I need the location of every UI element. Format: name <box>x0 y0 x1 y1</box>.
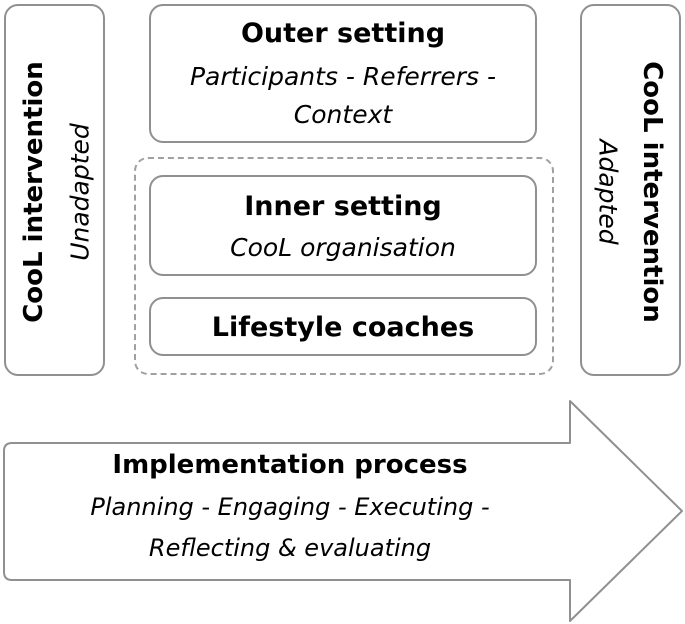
implementation-process-title: Implementation process <box>112 450 468 480</box>
internal-setting-group <box>134 157 554 375</box>
left-panel-title: CooL intervention <box>19 61 49 323</box>
right-panel-subtitle: Adapted <box>593 139 623 245</box>
implementation-arrow-shape <box>3 400 683 622</box>
lifestyle-coaches-title: Lifestyle coaches <box>211 312 475 343</box>
outer-setting-line2: Context <box>293 100 393 129</box>
left-panel-unadapted: CooL intervention Unadapted <box>4 4 105 376</box>
implementation-process-line2: Reflecting & evaluating <box>148 534 432 562</box>
inner-setting-title: Inner setting <box>244 191 442 222</box>
outer-setting-title: Outer setting <box>240 18 446 49</box>
right-panel-adapted: Adapted CooL intervention <box>580 4 681 376</box>
implementation-process-line1: Planning - Engaging - Executing - <box>90 493 490 521</box>
outer-setting-line1: Participants - Referrers - <box>189 62 497 91</box>
left-panel-subtitle: Unadapted <box>65 123 95 261</box>
lifestyle-coaches-box: Lifestyle coaches <box>149 297 537 356</box>
outer-setting-box: Outer setting Participants - Referrers -… <box>149 4 537 143</box>
inner-setting-subtitle: CooL organisation <box>230 233 456 262</box>
right-panel-title: CooL intervention <box>637 61 667 323</box>
inner-setting-box: Inner setting CooL organisation <box>149 175 537 276</box>
